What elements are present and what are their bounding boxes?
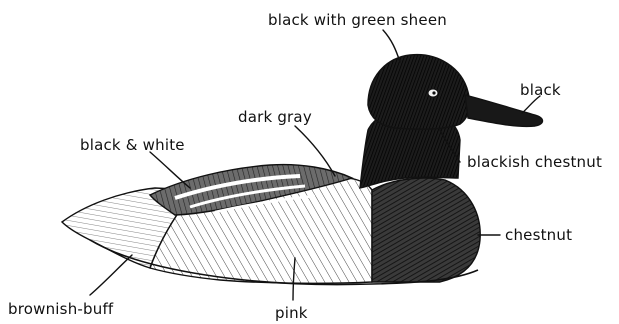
label-breast: chestnut (505, 226, 572, 244)
label-neck: blackish chestnut (467, 153, 602, 171)
head-region (368, 55, 470, 130)
label-tail: brownish-buff (8, 300, 114, 318)
pupil (432, 91, 435, 94)
bill-region (465, 95, 543, 126)
label-bill: black (520, 81, 561, 99)
label-back: dark gray (238, 108, 312, 126)
leader-wing (150, 152, 190, 188)
label-flank: pink (275, 304, 308, 322)
label-wing: black & white (80, 136, 185, 154)
leader-head (383, 30, 400, 62)
breast-region (372, 178, 480, 282)
label-head: black with green sheen (268, 11, 447, 29)
leader-tail (90, 255, 132, 295)
